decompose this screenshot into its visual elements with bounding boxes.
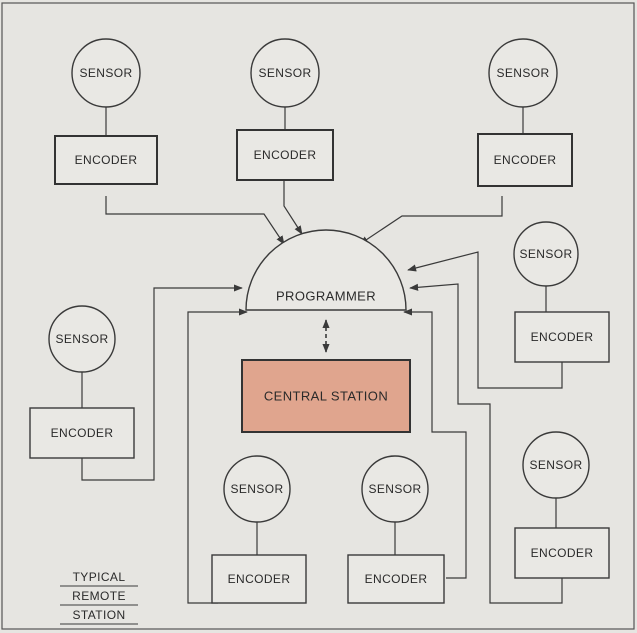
encoder-box — [54, 135, 158, 185]
wire-bottom-middle — [403, 308, 467, 579]
legend-line-3: STATION — [72, 608, 125, 622]
wire-bottom-left — [187, 308, 248, 604]
encoder-box — [29, 407, 135, 459]
encoder-box — [477, 133, 573, 187]
encoder-label: ENCODER — [228, 572, 291, 586]
connections — [81, 180, 563, 604]
sensor-circle — [488, 38, 558, 108]
encoder-box — [347, 554, 445, 604]
sensor-label: SENSOR — [230, 482, 283, 496]
sensor-circle — [513, 221, 579, 287]
programmer-label: PROGRAMMER — [276, 289, 376, 304]
encoder-label: ENCODER — [365, 572, 428, 586]
wire-top-left — [105, 196, 285, 245]
wire-right-bottom — [409, 283, 563, 604]
sensor-circle — [71, 38, 141, 108]
central-station-box — [241, 359, 411, 433]
encoder-box — [236, 129, 334, 181]
legend-line-2: REMOTE — [72, 589, 126, 603]
sensor-circle — [361, 455, 429, 523]
remote-station-1: SENSOR ENCODER — [54, 38, 158, 185]
remote-station-8: SENSOR ENCODER — [347, 455, 445, 604]
sensor-label: SENSOR — [496, 66, 549, 80]
remote-station-4: SENSOR ENCODER — [513, 221, 610, 363]
programmer-dome — [245, 229, 407, 311]
encoder-label: ENCODER — [75, 153, 138, 167]
sensor-label: SENSOR — [55, 332, 108, 346]
sensor-label: SENSOR — [519, 247, 572, 261]
programmer: PROGRAMMER — [245, 229, 407, 311]
sensor-circle — [522, 431, 590, 499]
sensor-label: SENSOR — [368, 482, 421, 496]
sensor-label: SENSOR — [79, 66, 132, 80]
remote-station-3: SENSOR ENCODER — [477, 38, 573, 187]
encoder-label: ENCODER — [51, 426, 114, 440]
central-station: CENTRAL STATION — [241, 359, 411, 433]
wire-top-right — [359, 196, 503, 245]
sensor-circle — [223, 455, 291, 523]
remote-station-6: SENSOR ENCODER — [514, 431, 610, 579]
wire-right-top — [407, 251, 563, 389]
remote-station-5: SENSOR ENCODER — [29, 305, 135, 459]
remote-station-7: SENSOR ENCODER — [211, 455, 307, 604]
wire-top-middle — [283, 180, 303, 235]
encoder-box — [514, 311, 610, 363]
encoder-label: ENCODER — [494, 153, 557, 167]
encoder-box — [514, 527, 610, 579]
remote-station-2: SENSOR ENCODER — [236, 38, 334, 181]
sensor-circle — [250, 38, 320, 108]
sensor-circle — [48, 305, 116, 373]
wire-left — [81, 284, 243, 481]
central-station-label: CENTRAL STATION — [264, 389, 388, 404]
sensor-label: SENSOR — [258, 66, 311, 80]
encoder-label: ENCODER — [531, 330, 594, 344]
sensor-label: SENSOR — [529, 458, 582, 472]
encoder-box — [211, 554, 307, 604]
encoder-label: ENCODER — [531, 546, 594, 560]
legend-line-1: TYPICAL — [73, 570, 126, 584]
legend-typical-remote-station: TYPICAL REMOTE STATION — [60, 570, 138, 625]
encoder-label: ENCODER — [254, 148, 317, 162]
